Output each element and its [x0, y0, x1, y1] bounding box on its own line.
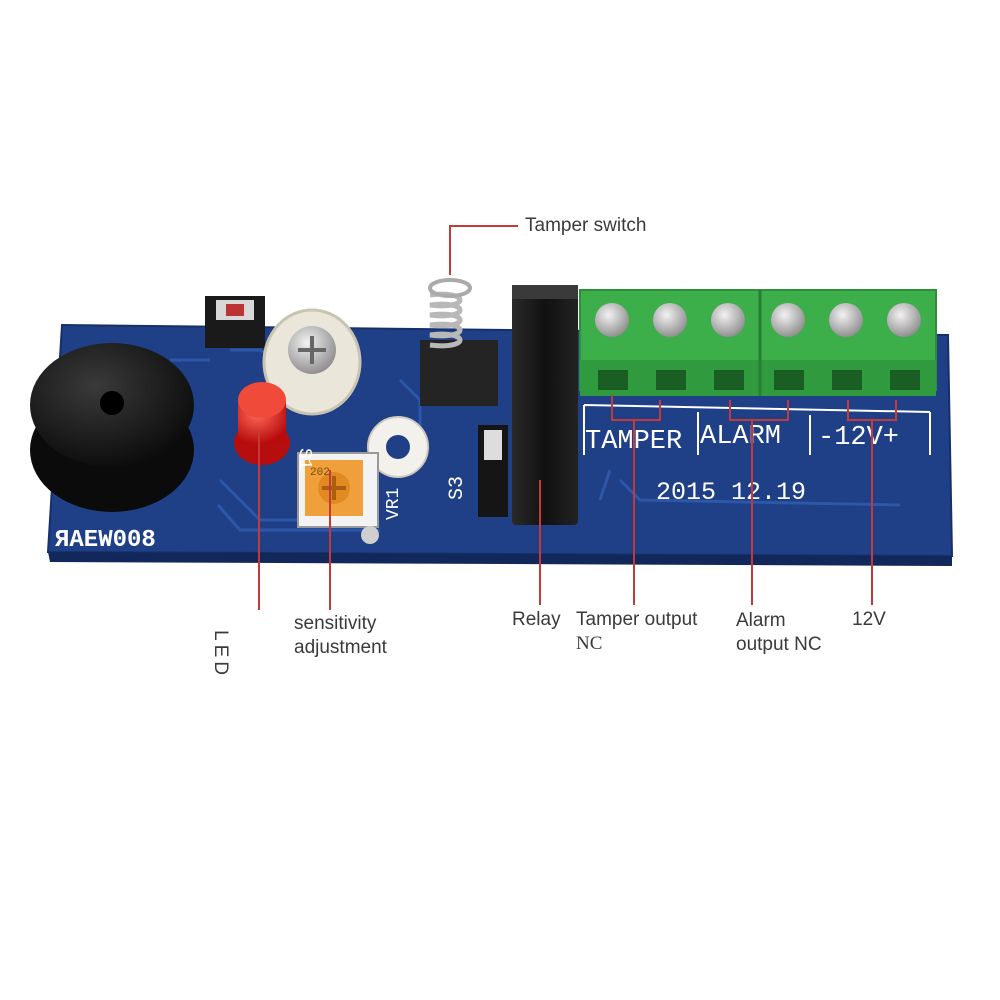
- silk-alarm: ALARM: [700, 422, 781, 452]
- callout-12v: [847, 400, 897, 605]
- mounting-post: [262, 308, 362, 416]
- label-led: LED: [210, 630, 231, 679]
- label-sensitivity-2: adjustment: [294, 637, 387, 658]
- silk-vr: VR1: [384, 488, 404, 520]
- label-alarm-output-2: output NC: [736, 634, 822, 655]
- relay: [512, 285, 578, 525]
- callout-tamper-output: [611, 395, 661, 605]
- washer: [367, 416, 429, 478]
- buzzer: [30, 343, 194, 512]
- silk-s3: S3: [446, 476, 469, 500]
- silk-s1: S1: [294, 448, 314, 470]
- label-tamper-output-2: NC: [576, 633, 603, 654]
- label-sensitivity-1: sensitivity: [294, 613, 377, 634]
- jumper-top: [205, 296, 265, 348]
- silk-pot-code: 202: [310, 467, 330, 479]
- jumper-s3: [478, 425, 508, 517]
- silk-model: ЯAEW008: [55, 527, 156, 554]
- terminal-screws: [595, 303, 921, 337]
- terminal-block: [579, 289, 937, 396]
- led: [234, 382, 290, 465]
- silk-power: -12V+: [818, 423, 899, 453]
- callout-lines: [258, 225, 897, 610]
- label-tamper-switch: Tamper switch: [525, 215, 647, 236]
- silkscreen: TAMPER ALARM -12V+ 2015 12.19 ЯAEW008 S3…: [55, 404, 931, 554]
- potentiometer: [297, 452, 379, 544]
- silk-date: 2015 12.19: [656, 478, 806, 507]
- label-tamper-output-1: Tamper output: [576, 609, 698, 630]
- label-alarm-output-1: Alarm: [736, 610, 786, 631]
- label-relay: Relay: [512, 609, 561, 630]
- label-12v: 12V: [852, 609, 886, 630]
- callout-tamper-switch: [449, 225, 518, 275]
- callout-alarm-output: [729, 400, 789, 605]
- tamper-switch: [420, 278, 498, 406]
